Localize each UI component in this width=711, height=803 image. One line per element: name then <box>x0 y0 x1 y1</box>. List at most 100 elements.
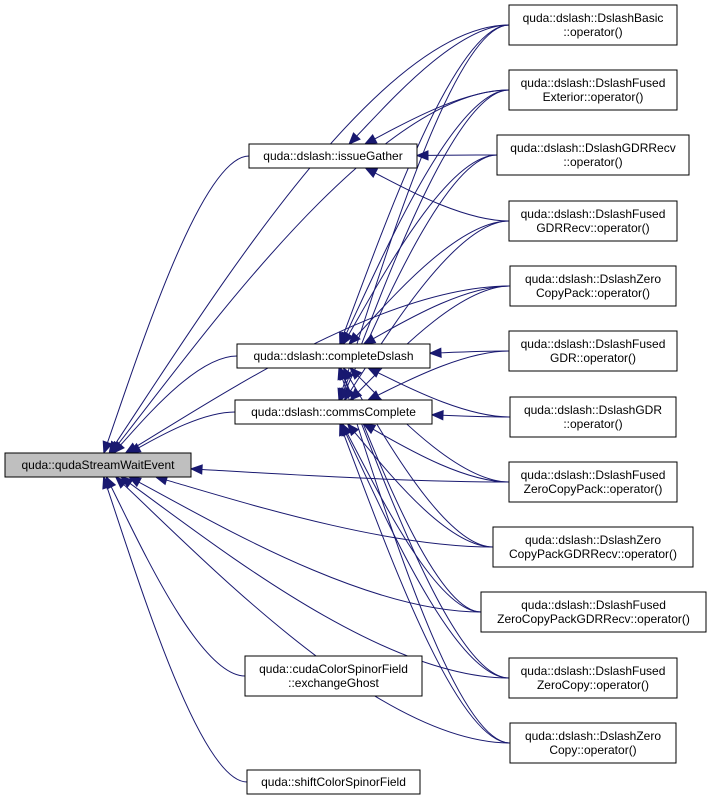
edge-fusedZeroCopyPack-to-completeDslash <box>349 367 510 483</box>
edge-zeroCopyPackGdrRecv-to-completeDslash <box>342 366 494 548</box>
arrowhead <box>428 347 442 359</box>
edge-zeroCopyPack-to-commsComplete <box>349 285 511 401</box>
node-dslash-fused-gdr-recv[interactable]: quda::dslash::DslashFusedGDRRecv::operat… <box>508 200 678 242</box>
node-dslash-zero-copy-pack-label-line-2: CopyPack::operator() <box>536 286 650 300</box>
edge-gdr-to-commsComplete <box>430 410 511 421</box>
node-dslash-gdr-recv-label-line-1: quda::dslash::DslashGDRRecv <box>510 141 675 155</box>
arrowhead <box>189 464 203 475</box>
edge-basic-to-issueGather <box>348 24 510 145</box>
node-dslash-zero-copy-pack-gdr-recv-label-line-1: quda::dslash::DslashZero <box>525 533 661 547</box>
node-dslash-zero-copy-pack-box <box>509 265 677 307</box>
node-quda-stream-wait-event-label-line-1: quda::qudaStreamWaitEvent <box>22 458 176 472</box>
edge-fusedZeroCopyPackGdrRecv-to-root <box>128 476 482 613</box>
node-complete-dslash-label-line-1: quda::dslash::completeDslash <box>253 349 413 363</box>
node-dslash-fused-gdr-label-line-1: quda::dslash::DslashFused <box>521 337 666 351</box>
node-dslash-zero-copy-label-line-2: Copy::operator() <box>549 743 636 757</box>
node-dslash-zero-copy-pack-gdr-recv[interactable]: quda::dslash::DslashZeroCopyPackGDRRecv:… <box>492 526 694 568</box>
edge-zeroCopy-to-root <box>114 476 511 744</box>
node-exchange-ghost[interactable]: quda::cudaColorSpinorField::exchangeGhos… <box>244 655 423 697</box>
arrowhead <box>349 388 363 401</box>
arrowhead <box>430 410 444 421</box>
node-dslash-fused-zero-copy-pack-gdr-recv-label-line-2: ZeroCopyPackGDRRecv::operator() <box>497 612 690 626</box>
node-dslash-gdr-label-line-1: quda::dslash::DslashGDR <box>524 403 662 417</box>
edge-fusedGdrRecv-to-issueGather <box>364 167 510 222</box>
node-dslash-fused-gdr-label-line-2: GDR::operator() <box>550 351 636 365</box>
node-dslash-fused-gdr-recv-label-line-2: GDRRecv::operator() <box>536 221 649 235</box>
node-dslash-fused-exterior-label-line-2: Exterior::operator() <box>543 90 644 104</box>
node-dslash-gdr-recv[interactable]: quda::dslash::DslashGDRRecv::operator() <box>496 134 690 176</box>
node-dslash-fused-gdr-box <box>508 330 678 372</box>
node-comms-complete[interactable]: quda::dslash::commsComplete <box>234 399 433 425</box>
node-dslash-fused-gdr-recv-box <box>508 200 678 242</box>
node-dslash-fused-zero-copy-pack-box <box>508 461 678 503</box>
edge-fusedExterior-to-issueGather <box>363 89 510 145</box>
node-dslash-gdr-box <box>509 396 677 438</box>
edge-fusedExterior-to-root <box>110 89 510 455</box>
node-dslash-gdr-recv-box <box>496 134 690 176</box>
node-shift-color-spinor-field-box <box>246 769 421 795</box>
edge-zeroCopyPack-to-completeDslash <box>362 285 511 345</box>
edge-fusedGdr-to-completeDslash <box>428 347 510 359</box>
node-dslash-gdr-label-line-2: ::operator() <box>563 417 622 431</box>
node-dslash-fused-zero-copy-pack-gdr-recv-label-line-1: quda::dslash::DslashFused <box>521 598 666 612</box>
edge-zeroCopy-to-completeDslash <box>337 366 511 744</box>
node-shift-color-spinor-field[interactable]: quda::shiftColorSpinorField <box>246 769 421 795</box>
arrowhead <box>124 442 139 454</box>
arrowhead <box>362 333 377 345</box>
node-issue-gather-label-line-1: quda::dslash::issueGather <box>263 149 402 163</box>
node-dslash-fused-exterior-box <box>508 69 678 111</box>
node-issue-gather-box <box>248 143 418 169</box>
node-dslash-basic-label-line-1: quda::dslash::DslashBasic <box>523 11 664 25</box>
node-issue-gather[interactable]: quda::dslash::issueGather <box>248 143 418 169</box>
node-complete-dslash[interactable]: quda::dslash::completeDslash <box>236 343 431 369</box>
node-dslash-fused-zero-copy[interactable]: quda::dslash::DslashFusedZeroCopy::opera… <box>508 657 678 699</box>
node-exchange-ghost-label-line-2: ::exchangeGhost <box>288 676 379 690</box>
arrowhead <box>110 440 123 455</box>
node-dslash-fused-zero-copy-label-line-2: ZeroCopy::operator() <box>537 678 649 692</box>
arrowhead <box>337 366 348 381</box>
node-dslash-zero-copy-box <box>509 722 677 764</box>
node-dslash-fused-zero-copy-pack-label-line-1: quda::dslash::DslashFused <box>521 468 666 482</box>
node-dslash-zero-copy-label-line-1: quda::dslash::DslashZero <box>525 729 661 743</box>
node-shift-color-spinor-field-label-line-1: quda::shiftColorSpinorField <box>261 775 406 789</box>
edge-zeroCopy-to-commsComplete <box>339 422 511 744</box>
node-dslash-basic[interactable]: quda::dslash::DslashBasic::operator() <box>508 4 678 46</box>
node-exchange-ghost-box <box>244 655 423 697</box>
node-dslash-zero-copy-pack-gdr-recv-box <box>492 526 694 568</box>
node-dslash-basic-label-line-2: ::operator() <box>563 25 622 39</box>
edge-gdrRecv-to-completeDslash <box>342 154 498 346</box>
arrowhead <box>339 422 349 437</box>
arrowhead <box>348 132 361 145</box>
edge-exchangeGhost-to-root <box>105 475 246 677</box>
node-dslash-fused-zero-copy-pack[interactable]: quda::dslash::DslashFusedZeroCopyPack::o… <box>508 461 678 503</box>
node-dslash-fused-zero-copy-pack-label-line-2: ZeroCopyPack::operator() <box>524 482 663 496</box>
node-dslash-zero-copy-pack-label-line-1: quda::dslash::DslashZero <box>525 272 661 286</box>
node-dslash-gdr-recv-label-line-2: ::operator() <box>563 155 622 169</box>
node-dslash-fused-exterior-label-line-1: quda::dslash::DslashFused <box>521 76 666 90</box>
edge-fusedExterior-to-completeDslash <box>340 89 510 346</box>
edge-issueGather-to-root <box>102 155 250 455</box>
edge-fusedGdr-to-commsComplete <box>366 350 510 401</box>
edge-fusedZeroCopy-to-commsComplete <box>340 422 510 679</box>
edge-fusedZeroCopyPack-to-root <box>189 464 510 483</box>
node-dslash-fused-exterior[interactable]: quda::dslash::DslashFusedExterior::opera… <box>508 69 678 111</box>
node-complete-dslash-box <box>236 343 431 369</box>
node-dslash-gdr[interactable]: quda::dslash::DslashGDR::operator() <box>509 396 677 438</box>
arrowhead <box>114 476 128 489</box>
node-dslash-fused-zero-copy-box <box>508 657 678 699</box>
node-quda-stream-wait-event[interactable]: quda::qudaStreamWaitEvent <box>4 452 192 478</box>
edge-fusedZeroCopyPack-to-commsComplete <box>362 423 510 483</box>
node-dslash-fused-gdr-recv-label-line-1: quda::dslash::DslashFused <box>521 207 666 221</box>
arrowhead <box>363 134 378 145</box>
node-dslash-basic-box <box>508 4 678 46</box>
arrowhead <box>362 423 377 435</box>
arrowhead <box>349 367 363 380</box>
node-dslash-fused-zero-copy-label-line-1: quda::dslash::DslashFused <box>521 664 666 678</box>
edge-basic-to-completeDslash <box>339 24 510 346</box>
node-dslash-zero-copy-pack[interactable]: quda::dslash::DslashZeroCopyPack::operat… <box>509 265 677 307</box>
nodes-layer: quda::qudaStreamWaitEvent quda::dslash::i… <box>4 4 707 795</box>
node-dslash-fused-zero-copy-pack-gdr-recv[interactable]: quda::dslash::DslashFusedZeroCopyPackGDR… <box>480 591 707 633</box>
